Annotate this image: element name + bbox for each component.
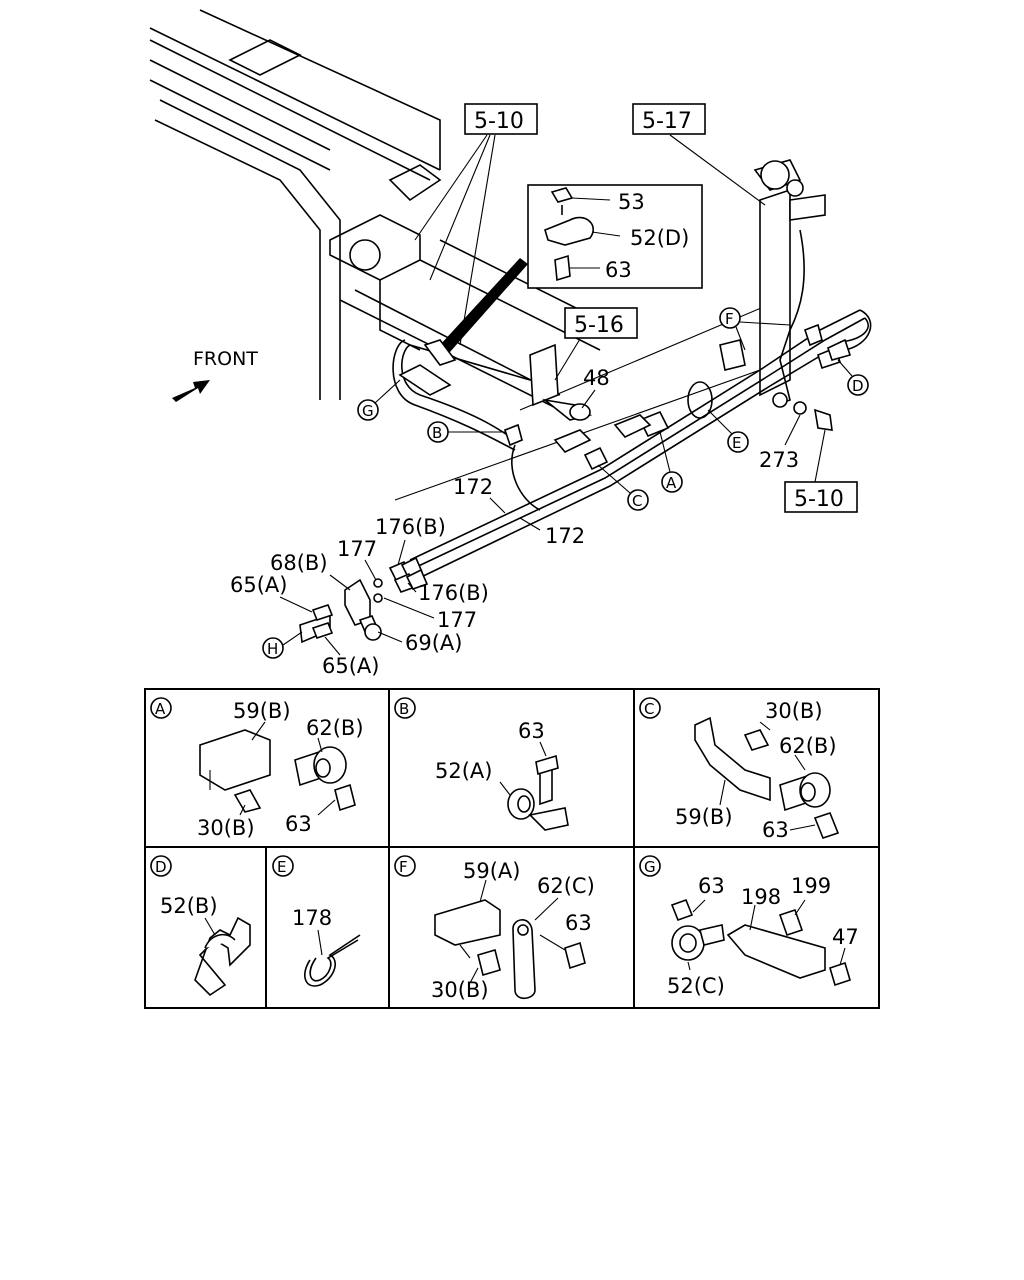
part-label: 63 [762, 818, 789, 842]
part-label: 63 [285, 812, 312, 836]
inset-detail: 53 52(D) 63 [527, 184, 703, 289]
part-label: 59(A) [463, 859, 520, 883]
part-label: 52(A) [435, 759, 492, 783]
frame-structure [149, 9, 781, 501]
ref-box-label: 5-16 [574, 313, 624, 338]
part-label: 62(B) [306, 716, 364, 740]
part-label: 47 [832, 925, 859, 949]
circle-letter-c: C [632, 492, 642, 510]
detail-cell-g: G 63 198 199 47 52(C) [639, 855, 859, 998]
circle-letter-f: F [725, 310, 734, 328]
circle-letter-h: H [267, 640, 278, 658]
callout-176b: 176(B) [375, 515, 446, 539]
part-label: 30(B) [765, 699, 823, 723]
detail-letter: G [644, 858, 656, 876]
part-label: 30(B) [431, 978, 489, 1002]
circle-letter-a: A [666, 474, 677, 492]
left-fittings [299, 556, 429, 644]
inset-part-53: 53 [618, 190, 645, 214]
brake-pipes [392, 309, 872, 581]
callout-65a: 65(A) [322, 654, 379, 678]
detail-letter: A [155, 700, 166, 718]
part-label: 59(B) [675, 805, 733, 829]
circle-letter-d: D [852, 377, 864, 395]
ref-box-5-10-bottom [784, 481, 858, 513]
detail-letter: C [644, 700, 654, 718]
part-label: 59(B) [233, 699, 291, 723]
ref-box-5-16 [564, 307, 638, 339]
callout-177: 177 [337, 537, 377, 561]
circle-letter-e: E [732, 434, 741, 452]
ref-box-5-17 [632, 103, 706, 135]
circle-letter-b: B [432, 424, 442, 442]
callout-172: 172 [453, 475, 493, 499]
detail-cell-a: A 59(B) 62(B) 30(B) 63 [150, 697, 364, 840]
callout-69a: 69(A) [405, 631, 462, 655]
callouts: 48 172 172 176(B) 176(B) 177 177 68(B) 6… [230, 366, 801, 678]
callout-65a: 65(A) [230, 573, 287, 597]
front-label: FRONT [193, 348, 258, 370]
detail-cell-c: C 30(B) 62(B) 59(B) 63 [639, 697, 840, 842]
circle-letter-g: G [362, 402, 374, 420]
reference-boxes: 5-10 5-17 5-16 5-10 [414, 103, 858, 513]
detail-letter: E [277, 858, 286, 876]
callout-68b: 68(B) [270, 551, 328, 575]
part-label: 198 [741, 885, 781, 909]
detail-grid [144, 688, 880, 1009]
detail-cell-d: D 52(B) [150, 855, 251, 997]
detail-letter: D [155, 858, 167, 876]
part-label: 52(B) [160, 894, 218, 918]
ref-box-label: 5-10 [794, 487, 844, 512]
detail-letter: B [399, 700, 409, 718]
front-arrow-icon [172, 380, 210, 402]
callout-172: 172 [545, 524, 585, 548]
circled-letters: F D G B E A C H [262, 307, 869, 659]
callout-177: 177 [437, 608, 477, 632]
part-label: 30(B) [197, 816, 255, 840]
inset-part-52d: 52(D) [630, 226, 689, 250]
ref-box-5-10-top [464, 103, 538, 135]
detail-cell-f: F 59(A) 62(C) 63 30(B) [394, 855, 595, 1002]
part-label: 63 [518, 719, 545, 743]
inset-part-63: 63 [605, 258, 632, 282]
detail-cell-e: E 178 [272, 855, 361, 987]
callout-273: 273 [759, 448, 799, 472]
ref-box-label: 5-17 [642, 109, 692, 134]
part-label: 63 [565, 911, 592, 935]
part-label: 62(B) [779, 734, 837, 758]
callout-176b: 176(B) [418, 581, 489, 605]
ref-box-label: 5-10 [474, 109, 524, 134]
part-label: 63 [698, 874, 725, 898]
detail-letter: F [399, 858, 408, 876]
vertical-bracket [753, 159, 826, 408]
part-label: 199 [791, 874, 831, 898]
part-label: 52(C) [667, 974, 725, 998]
part-label: 62(C) [537, 874, 595, 898]
front-indicator: FRONT [172, 348, 258, 402]
part-label: 178 [292, 906, 332, 930]
detail-cell-b: B 63 52(A) [394, 697, 569, 831]
callout-48: 48 [583, 366, 610, 390]
